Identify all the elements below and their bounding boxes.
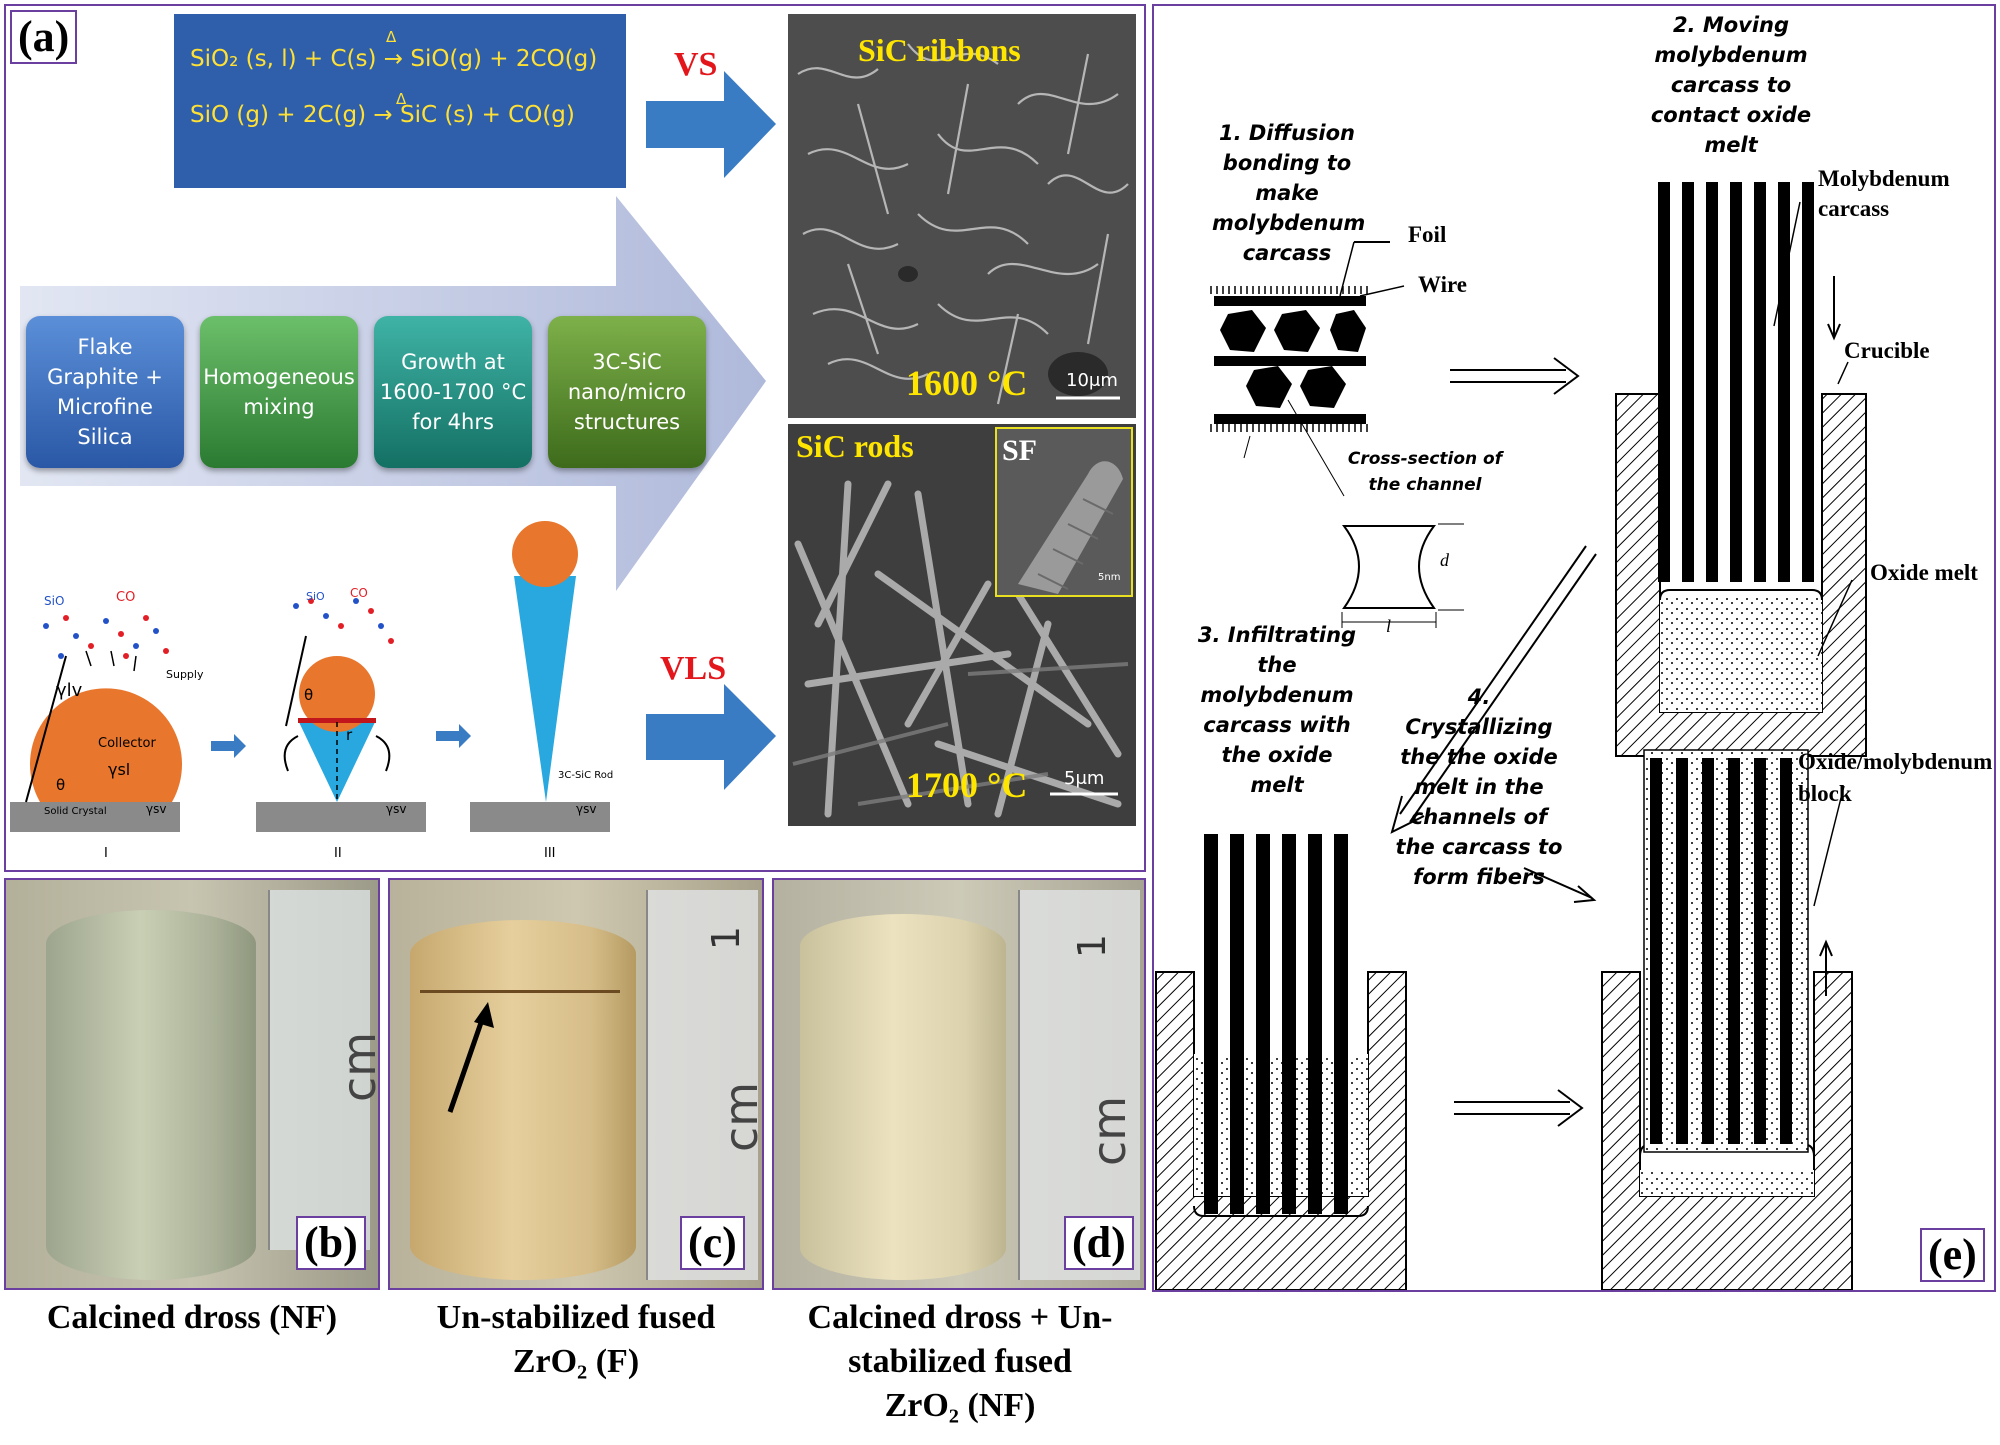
caption-c: Un-stabilized fused ZrO₂ (F): [384, 1296, 768, 1384]
ruler-unit-c: cm: [714, 1081, 764, 1153]
stage-label-3: III: [544, 846, 556, 861]
delta-symbol-2: Δ: [396, 90, 407, 108]
step-1-text: 1. Diffusion bonding to make molybdenum …: [1212, 121, 1366, 265]
schematic-supply-label: Supply: [166, 668, 204, 681]
ruler-mark-c: 1: [704, 925, 749, 951]
schematic-theta-2: θ: [304, 686, 314, 704]
sem-bottom-temperature: 1700 °C: [906, 765, 1028, 805]
caption-d-line-1: Calcined dross + Un-: [807, 1299, 1113, 1336]
ruler-b: [268, 890, 370, 1250]
schematic-collector-label: Collector: [98, 736, 156, 751]
flow-step-sic-structures: 3C-SiC nano/micro structures: [548, 316, 706, 468]
panel-e-tag: (e): [1920, 1228, 1985, 1282]
sem-ribbons-texture: [788, 14, 1136, 418]
cross-section-label: Cross-section of the channel: [1347, 449, 1503, 495]
schematic-theta-1: θ: [56, 776, 66, 794]
caption-c-line-2: ZrO₂ (F): [512, 1343, 640, 1380]
molybdenum-carcass-label: Molybdenum carcass: [1818, 166, 1950, 221]
fiber-process-diagram: [1155, 182, 1867, 1290]
schematic-rod-label: 3C-SiC Rod: [558, 770, 614, 781]
equation-line-2: SiO (g) + 2C(g) → SiC (s) + CO(g): [190, 102, 575, 128]
sample-cylinder-b: [46, 910, 256, 1280]
panel-a-tag: (a): [10, 10, 78, 64]
crucible-label: Crucible: [1844, 338, 1930, 363]
stage-label-2: II: [334, 846, 342, 861]
schematic-sio-label: SiO: [44, 594, 65, 608]
stage-label-1: I: [104, 846, 108, 861]
ruler-mark-d: 1: [1070, 933, 1115, 959]
schematic-gamma-sv-3: γsv: [576, 802, 597, 816]
oxide-melt-label: Oxide melt: [1870, 560, 1978, 585]
reaction-equations-box: SiO₂ (s, l) + C(s) → SiO(g) + 2CO(g) SiO…: [174, 14, 626, 188]
panel-a: (a) SiO₂ (s, l) + C(s) → SiO(g) + 2CO(g)…: [4, 4, 1146, 872]
step-4-text: 4. Crystallizing the the oxide melt in t…: [1395, 685, 1563, 889]
panel-c-tag: (c): [680, 1216, 745, 1270]
sem-bottom-title: SiC rods: [796, 428, 914, 464]
schematic-gamma-sv-1: γsv: [146, 802, 167, 816]
step-2-text: 2. Moving molybdenum carcass to contact …: [1650, 13, 1812, 157]
ruler-unit-b: cm: [332, 1031, 380, 1103]
sem-top-temperature: 1600 °C: [906, 363, 1028, 403]
caption-c-line-1: Un-stabilized fused: [436, 1299, 716, 1336]
caption-d-line-3: ZrO₂ (NF): [884, 1387, 1036, 1424]
flow-step-graphite-silica: Flake Graphite + Microfine Silica: [26, 316, 184, 468]
schematic-co-label: CO: [116, 590, 136, 605]
sem-image-sic-ribbons: SiC ribbons 1600 °C 10μm: [788, 14, 1136, 418]
panel-d: 1 cm (d): [772, 878, 1146, 1290]
oxide-molybdenum-block-label: Oxide/molybdenum block: [1798, 749, 1993, 806]
panel-c: 1 cm (c): [388, 878, 764, 1290]
flow-step-mixing: Homogeneous mixing: [200, 316, 358, 468]
sem-top-scalebar: 10μm: [1066, 370, 1118, 391]
dimension-d: d: [1440, 550, 1449, 570]
vls-growth-schematic: [10, 521, 610, 832]
ruler-d: [1018, 890, 1140, 1280]
sample-cylinder-d: [800, 914, 1006, 1280]
flow-step-growth: Growth at 1600-1700 °C for 4hrs: [374, 316, 532, 468]
sample-cylinder-c: [410, 920, 636, 1280]
step-3-text: 3. Infiltrating the molybdenum carcass w…: [1197, 623, 1357, 797]
crack-arrow-icon: [447, 1002, 494, 1113]
equation-line-1: SiO₂ (s, l) + C(s) → SiO(g) + 2CO(g): [190, 46, 598, 72]
ruler-unit-d: cm: [1082, 1095, 1137, 1167]
schematic-gamma-sl: γsl: [108, 760, 131, 779]
inset-scalebar: 5nm: [1098, 572, 1121, 583]
wire-label: Wire: [1418, 272, 1467, 297]
vls-label: VLS: [660, 650, 727, 687]
dimension-l: l: [1386, 616, 1392, 636]
schematic-co-label-2: CO: [350, 586, 368, 600]
schematic-r-label: r: [346, 726, 353, 744]
sem-top-title: SiC ribbons: [858, 32, 1021, 68]
sem-rods-texture: [788, 424, 1136, 826]
foil-label: Foil: [1408, 222, 1447, 247]
crack-line-c: [420, 990, 620, 993]
schematic-gamma-lv: γlv: [56, 680, 83, 701]
schematic-sio-label-2: SiO: [306, 590, 325, 603]
schematic-gamma-sv-2: γsv: [386, 802, 407, 816]
caption-d: Calcined dross + Un- stabilized fused Zr…: [768, 1296, 1152, 1428]
panel-b-tag: (b): [296, 1216, 366, 1270]
delta-symbol-1: Δ: [386, 28, 397, 46]
vs-label: VS: [674, 46, 718, 83]
panel-e: 1. Diffusion bonding to make molybdenum …: [1152, 4, 1996, 1292]
panel-d-tag: (d): [1064, 1216, 1134, 1270]
ruler-c: [646, 890, 758, 1280]
schematic-solid-crystal: Solid Crystal: [44, 806, 107, 817]
caption-d-line-2: stabilized fused: [848, 1343, 1072, 1380]
sem-image-sic-rods: SiC rods 1700 °C 5μm SF 5nm: [788, 424, 1136, 826]
inset-sf-label: SF: [1002, 434, 1038, 467]
panel-b: cm (b): [4, 878, 380, 1290]
caption-b: Calcined dross (NF): [46, 1299, 338, 1336]
sem-bottom-scalebar: 5μm: [1064, 768, 1105, 789]
